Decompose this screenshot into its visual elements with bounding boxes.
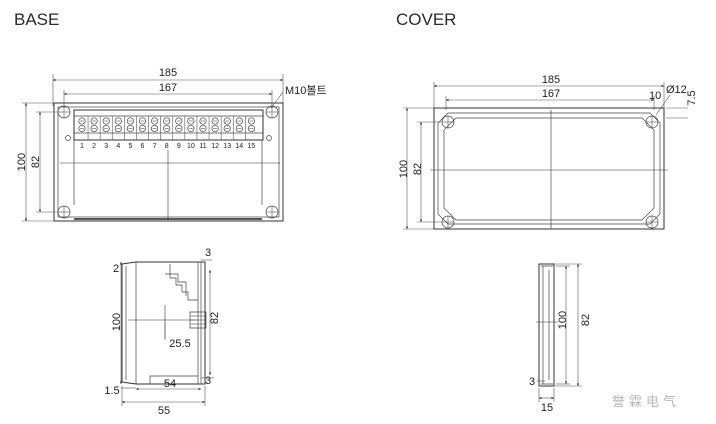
terminal-1: 1 [78, 116, 89, 150]
terminal-screw [223, 124, 231, 133]
cover-dim-hole: Ø12 [666, 84, 687, 96]
terminal-number: 11 [199, 143, 206, 150]
terminal-number: 2 [92, 143, 96, 150]
terminal-screw [175, 124, 183, 133]
terminal-screw [102, 117, 110, 125]
terminal-screw [187, 117, 195, 125]
base-title: BASE [14, 10, 59, 29]
terminal-screw [126, 117, 134, 125]
terminal-number: 12 [211, 143, 219, 150]
terminal-number: 3 [104, 143, 108, 150]
terminal-3: 3 [102, 116, 113, 150]
base-side-dim-bottom-right: 3 [205, 375, 211, 387]
cover-side-dim-15: 15 [541, 402, 553, 414]
terminal-10: 10 [187, 116, 198, 150]
terminal-4: 4 [114, 116, 125, 150]
cover-dim-100: 100 [398, 160, 410, 178]
terminal-screw [138, 124, 147, 133]
terminal-screw [235, 124, 243, 133]
terminal-screw [78, 124, 86, 133]
terminal-number: 13 [223, 143, 231, 150]
terminal-14: 14 [235, 116, 246, 150]
watermark: 誉霖电气 [612, 394, 680, 410]
terminal-screw [199, 124, 207, 133]
cover-side-dim-82: 82 [580, 314, 592, 326]
cover-front-view: 185 167 10 Ø12 7.5 100 82 [398, 74, 698, 230]
terminal-screw [138, 117, 147, 125]
cover-side-view: 100 82 3 15 [529, 263, 592, 414]
terminal-block [73, 109, 264, 141]
terminal-number: 4 [116, 143, 120, 150]
terminal-number: 7 [153, 143, 157, 150]
terminal-number: 10 [187, 143, 195, 150]
base-side-dim-82: 82 [209, 312, 221, 324]
terminal-screw [151, 124, 159, 133]
terminal-screw [163, 117, 171, 125]
cover-dim-167: 167 [542, 88, 560, 100]
base-side-dim-100: 100 [111, 313, 123, 331]
base-dim-167: 167 [159, 82, 177, 94]
base-dim-185: 185 [159, 67, 177, 79]
terminal-2: 2 [90, 116, 101, 150]
terminal-screw [211, 117, 219, 125]
terminal-screw [126, 124, 134, 133]
cover-dim-10: 10 [649, 90, 661, 102]
terminal-7: 7 [151, 116, 161, 150]
base-bolt-label: M10볼트 [285, 84, 327, 97]
terminal-screw [78, 117, 86, 125]
cover-title: COVER [396, 10, 456, 29]
terminal-8: 8 [163, 116, 174, 150]
terminal-5: 5 [126, 116, 137, 150]
terminal-screw [175, 117, 183, 125]
cover-dim-185: 185 [542, 74, 560, 86]
terminal-screw [223, 117, 231, 125]
terminal-number: 1 [80, 143, 84, 150]
terminal-screw [114, 117, 122, 125]
terminal-11: 11 [199, 116, 210, 150]
terminal-6: 6 [138, 116, 149, 150]
cover-dim-82: 82 [412, 163, 424, 175]
terminal-12: 12 [211, 116, 222, 150]
cover-dim-7-5: 7.5 [686, 90, 698, 105]
terminal-screw [163, 124, 171, 133]
terminal-screw [235, 117, 243, 125]
terminal-number: 9 [177, 143, 181, 150]
base-side-dim-55: 55 [158, 405, 170, 417]
base-side-dim-top: 3 [205, 247, 211, 259]
base-side-dim-mid: 25.5 [169, 338, 190, 350]
terminal-screw [199, 117, 207, 125]
terminal-number: 8 [165, 143, 169, 150]
terminal-screw [187, 124, 195, 133]
base-side-dim-54: 54 [164, 378, 176, 390]
terminal-number: 14 [235, 143, 243, 150]
terminal-screw [90, 124, 98, 133]
base-dim-100: 100 [16, 153, 28, 171]
terminal-15: 15 [247, 117, 256, 150]
terminal-number: 5 [128, 143, 132, 150]
terminal-number: 15 [248, 143, 256, 150]
terminal-screw [211, 124, 219, 133]
terminal-screw [114, 124, 122, 133]
base-side-dim-left: 2 [113, 263, 119, 275]
terminal-9: 9 [175, 116, 186, 150]
base-dim-82: 82 [30, 156, 42, 168]
cover-side-dim-3: 3 [529, 376, 535, 388]
terminal-number: 6 [141, 143, 145, 150]
terminal-screw [247, 124, 255, 133]
base-side-view: 3 2 100 82 25.5 3 54 1.5 55 [104, 247, 221, 417]
cover-side-dim-100: 100 [557, 311, 569, 329]
base-side-dim-1-5: 1.5 [104, 385, 119, 397]
terminal-screw [151, 117, 159, 125]
terminal-screw [247, 117, 255, 125]
terminal-screw [102, 124, 110, 133]
terminal-screw [90, 117, 98, 125]
terminal-13: 13 [223, 116, 234, 150]
